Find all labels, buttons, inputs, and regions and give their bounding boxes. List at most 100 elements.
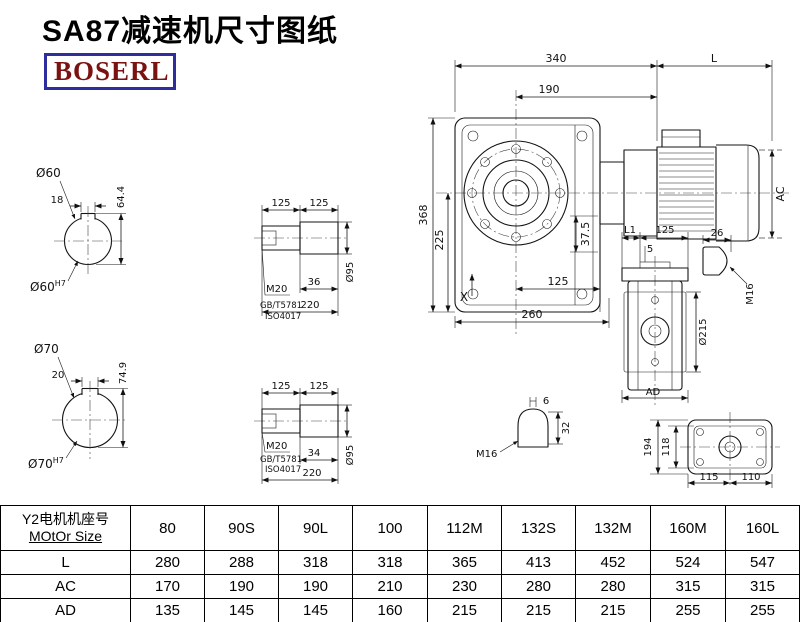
table-cell: 452 <box>575 550 651 575</box>
table-row-AD: AD 135 145 145 160 215 215 215 255 255 <box>0 598 800 622</box>
dim-125-b: 125 <box>309 381 328 392</box>
table-cell: 135 <box>130 598 205 622</box>
label-dia-60: Ø60 <box>36 166 61 180</box>
label-dia-70: Ø70 <box>34 342 59 356</box>
dim-95: Ø95 <box>344 262 356 283</box>
size-header-cell: 132S <box>501 505 576 551</box>
label-dia-60-h7: Ø60H7 <box>30 279 66 294</box>
dim-6: 6 <box>543 396 549 407</box>
dim-340: 340 <box>546 52 567 65</box>
dim-37-5: 37.5 <box>579 222 592 247</box>
dim-220: 220 <box>300 300 319 311</box>
terminal-box <box>661 129 701 148</box>
table-cell: 318 <box>352 550 428 575</box>
table-row-L: L 280 288 318 318 365 413 452 524 547 <box>0 550 800 575</box>
front-view-dimensions: 340 L 190 368 225 37.5 125 260 X AC <box>417 52 787 328</box>
size-header-cell: 100 <box>352 505 428 551</box>
dim-368: 368 <box>417 205 430 226</box>
dim-115: 115 <box>699 472 718 483</box>
size-header-cell: 112M <box>427 505 502 551</box>
dim-26: 26 <box>711 228 724 239</box>
row-label: AD <box>0 598 131 622</box>
table-cell: 190 <box>204 574 279 599</box>
dim-125-b: 125 <box>309 198 328 209</box>
size-header-cell: 90S <box>204 505 279 551</box>
dim-215: Ø215 <box>697 319 709 346</box>
row-label: L <box>0 550 131 575</box>
table-cell: 145 <box>204 598 279 622</box>
table-cell: 280 <box>575 574 651 599</box>
label-m16-top: M16 <box>745 283 756 304</box>
table-cell: 215 <box>575 598 651 622</box>
dim-34: 34 <box>308 448 321 459</box>
motor-view <box>599 129 760 242</box>
label-m20: M20 <box>266 284 287 295</box>
row-label: AC <box>0 574 131 599</box>
table-cell: 280 <box>130 550 205 575</box>
flange-top-view: 194 118 115 110 <box>643 412 780 488</box>
motor-size-label-cn: Y2电机机座号 <box>21 510 110 527</box>
fit-60: Ø60 <box>30 280 55 294</box>
shaft-2-view: 125 125 Ø95 34 220 M20 GB/T5781 ISO4017 <box>254 381 356 484</box>
page-title: SA87减速机尺寸图纸 <box>42 15 339 48</box>
dim-74-9: 74.9 <box>118 362 129 384</box>
label-iso-std: ISO4017 <box>265 312 301 322</box>
stud-detail-bottom: 6 32 M16 <box>476 396 572 460</box>
dim-125-bottom: 125 <box>548 275 569 288</box>
table-cell: 145 <box>278 598 353 622</box>
dim-118: 118 <box>661 437 672 456</box>
table-cell: 170 <box>130 574 205 599</box>
stud-detail-top: 26 M16 <box>702 228 756 305</box>
dim-260: 260 <box>522 308 543 321</box>
dim-194: 194 <box>643 437 654 456</box>
size-header-cell: 160M <box>650 505 726 551</box>
size-header-cell: 132M <box>575 505 651 551</box>
dim-L1: L1 <box>624 225 636 236</box>
table-cell: 230 <box>427 574 502 599</box>
brand-logo-text: BOSERL <box>54 56 170 86</box>
bore-60-view: Ø60 18 64.4 Ø60H7 <box>30 166 127 294</box>
dim-AC: AC <box>774 186 787 201</box>
dim-5: 5 <box>647 244 653 255</box>
table-cell: 160 <box>352 598 428 622</box>
dim-36: 36 <box>308 277 321 288</box>
front-view-centerlines <box>436 90 792 336</box>
table-cell: 315 <box>650 574 726 599</box>
dim-225: 225 <box>433 230 446 251</box>
table-header-row: Y2电机机座号 MOtOr Size 80 90S 90L 100 112M 1… <box>0 505 800 551</box>
label-x: X <box>460 290 468 304</box>
label-gb-std: GB/T5781 <box>260 455 302 465</box>
table-cell: 210 <box>352 574 428 599</box>
table-cell: 215 <box>501 598 576 622</box>
motor-size-label-en: MOtOr Size <box>28 528 103 544</box>
fit-70-tol: H7 <box>53 456 64 465</box>
label-iso-std: ISO4017 <box>265 465 301 475</box>
table-cell: 215 <box>427 598 502 622</box>
dim-125-side: 125 <box>655 225 674 236</box>
shaft-1-view: 125 125 Ø95 36 220 M20 GB/T5781 ISO4017 <box>254 198 356 322</box>
label-gb-std: GB/T5781 <box>260 301 302 311</box>
dim-190: 190 <box>539 83 560 96</box>
fit-60-tol: H7 <box>55 279 66 288</box>
technical-drawing: 340 L 190 368 225 37.5 125 260 X AC <box>28 52 792 488</box>
table-cell: 288 <box>204 550 279 575</box>
bore-70-view: Ø70 20 74.9 Ø70H7 <box>28 342 129 471</box>
size-header-cell: 80 <box>130 505 205 551</box>
label-dia-70-h7: Ø70H7 <box>28 456 64 471</box>
table-cell: 547 <box>725 550 800 575</box>
dim-95: Ø95 <box>344 445 356 466</box>
table-cell: 255 <box>650 598 726 622</box>
fit-70: Ø70 <box>28 457 53 471</box>
table-cell: 318 <box>278 550 353 575</box>
brand-logo: BOSERL <box>44 53 176 90</box>
size-header-cell: 90L <box>278 505 353 551</box>
table-cell: 365 <box>427 550 502 575</box>
table-cell: 413 <box>501 550 576 575</box>
dim-64-4: 64.4 <box>116 186 127 208</box>
table-header-motor-size: Y2电机机座号 MOtOr Size <box>0 505 131 551</box>
dim-125-a: 125 <box>271 381 290 392</box>
motor-fins <box>659 152 714 232</box>
dim-18: 18 <box>51 195 64 206</box>
fan-cover <box>716 144 760 242</box>
